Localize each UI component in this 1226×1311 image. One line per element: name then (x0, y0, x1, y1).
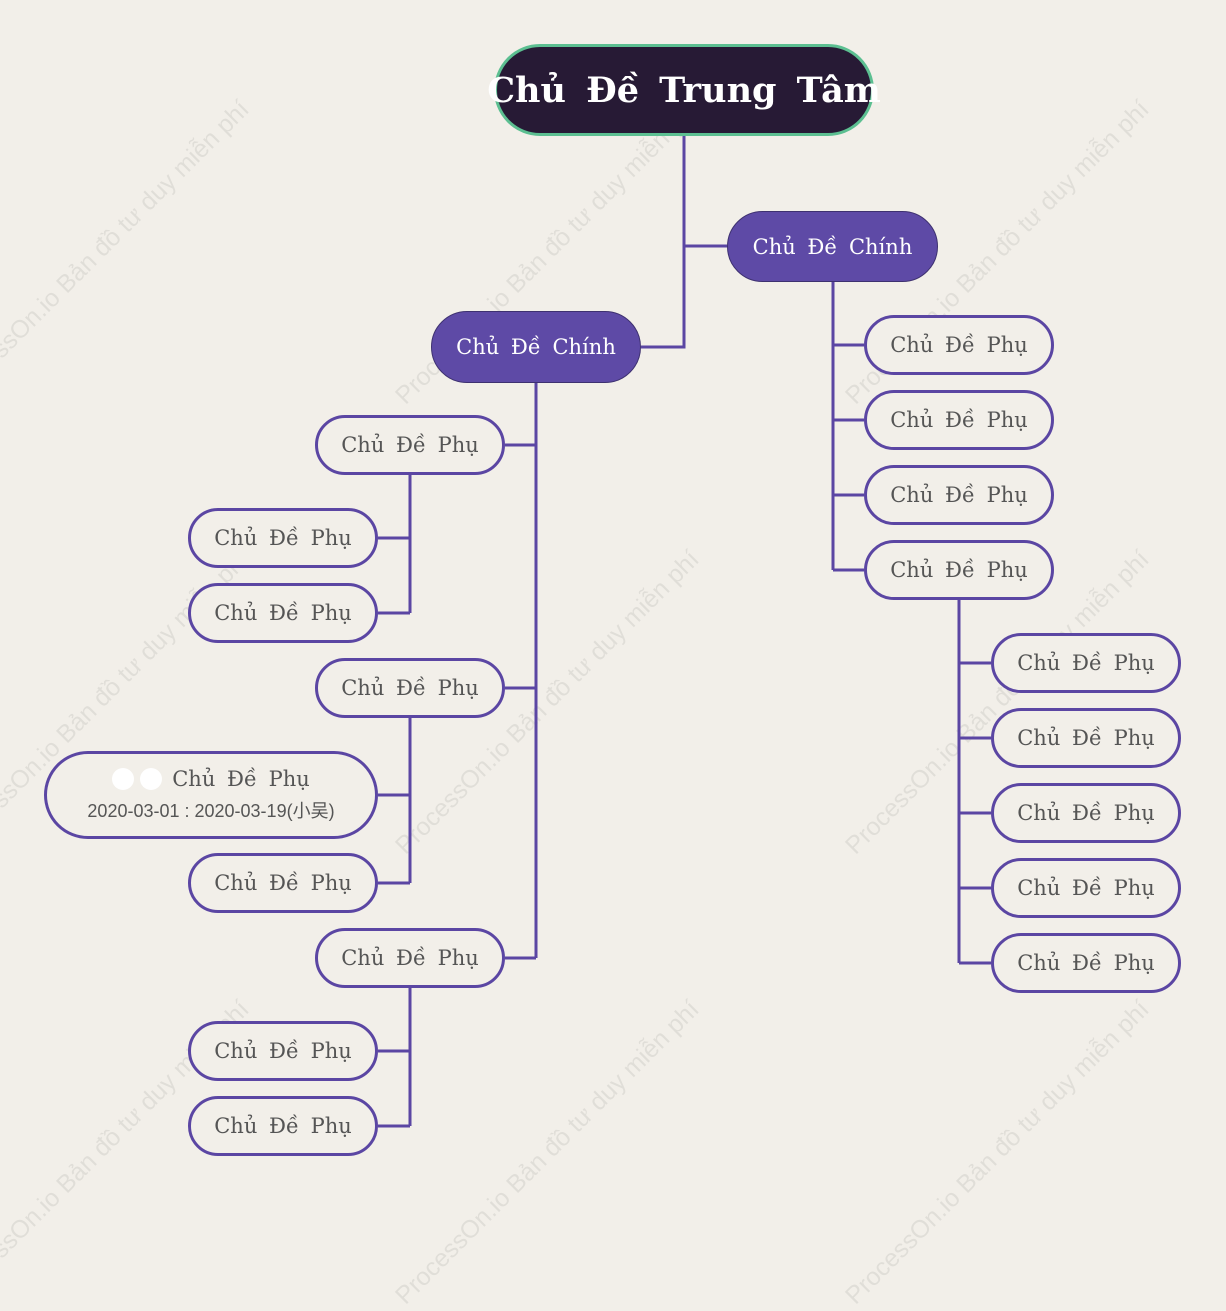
subtopic-left-g3-child2-node[interactable]: Chủ Đề Phụ (188, 1096, 378, 1156)
subtopic-right-4-child5-node[interactable]: Chủ Đề Phụ (991, 933, 1181, 993)
subtopic-left-g2-child1-node[interactable]: Chủ Đề Phụ 2020-03-01 : 2020-03-19(小吴) (44, 751, 378, 839)
subtopic-label: Chủ Đề Phụ (890, 558, 1028, 582)
subtopic-label: Chủ Đề Phụ (341, 433, 479, 457)
connector-lines (378, 136, 991, 1128)
main-topic-left-node[interactable]: Chủ Đề Chính (431, 311, 641, 383)
subtopic-label: Chủ Đề Phụ (890, 408, 1028, 432)
info-icon (112, 768, 135, 790)
subtopic-right-4-child1-node[interactable]: Chủ Đề Phụ (991, 633, 1181, 693)
main-topic-right-node[interactable]: Chủ Đề Chính (727, 211, 938, 282)
subtopic-right-4-child2-node[interactable]: Chủ Đề Phụ (991, 708, 1181, 768)
central-topic-label: Chủ Đề Trung Tâm (487, 69, 881, 111)
subtopic-label: Chủ Đề Phụ (214, 871, 352, 895)
main-topic-left-label: Chủ Đề Chính (456, 335, 616, 359)
subtopic-right-4-node[interactable]: Chủ Đề Phụ (864, 540, 1054, 600)
subtopic-title-row: Chủ Đề Phụ (112, 767, 310, 791)
subtopic-left-g3-node[interactable]: Chủ Đề Phụ (315, 928, 505, 988)
subtopic-label: Chủ Đề Phụ (341, 676, 479, 700)
subtopic-label: Chủ Đề Phụ (172, 767, 310, 791)
subtopic-left-g2-node[interactable]: Chủ Đề Phụ (315, 658, 505, 718)
subtopic-label: Chủ Đề Phụ (1017, 801, 1155, 825)
subtopic-label: Chủ Đề Phụ (214, 1114, 352, 1138)
main-topic-right-label: Chủ Đề Chính (752, 234, 913, 259)
subtopic-date-range: 2020-03-01 : 2020-03-19(小吴) (87, 801, 335, 821)
subtopic-label: Chủ Đề Phụ (1017, 951, 1155, 975)
subtopic-label: Chủ Đề Phụ (1017, 651, 1155, 675)
subtopic-label: Chủ Đề Phụ (890, 333, 1028, 357)
central-topic-node[interactable]: Chủ Đề Trung Tâm (487, 44, 881, 136)
subtopic-left-g3-child1-node[interactable]: Chủ Đề Phụ (188, 1021, 378, 1081)
subtopic-label: Chủ Đề Phụ (214, 1039, 352, 1063)
subtopic-right-4-child3-node[interactable]: Chủ Đề Phụ (991, 783, 1181, 843)
subtopic-label: Chủ Đề Phụ (214, 601, 352, 625)
subtopic-left-g1-node[interactable]: Chủ Đề Phụ (315, 415, 505, 475)
progress-icon (140, 768, 163, 790)
connector-root-main-left (641, 246, 686, 349)
subtopic-right-4-child4-node[interactable]: Chủ Đề Phụ (991, 858, 1181, 918)
subtopic-right-3-node[interactable]: Chủ Đề Phụ (864, 465, 1054, 525)
subtopic-left-g2-child2-node[interactable]: Chủ Đề Phụ (188, 853, 378, 913)
subtopic-left-g1-child2-node[interactable]: Chủ Đề Phụ (188, 583, 378, 643)
subtopic-right-2-node[interactable]: Chủ Đề Phụ (864, 390, 1054, 450)
subtopic-label: Chủ Đề Phụ (1017, 726, 1155, 750)
subtopic-label: Chủ Đề Phụ (214, 526, 352, 550)
subtopic-label: Chủ Đề Phụ (341, 946, 479, 970)
connector-root-main-right (682, 136, 727, 248)
subtopic-label: Chủ Đề Phụ (1017, 876, 1155, 900)
subtopic-label: Chủ Đề Phụ (890, 483, 1028, 507)
subtopic-right-1-node[interactable]: Chủ Đề Phụ (864, 315, 1054, 375)
subtopic-left-g1-child1-node[interactable]: Chủ Đề Phụ (188, 508, 378, 568)
